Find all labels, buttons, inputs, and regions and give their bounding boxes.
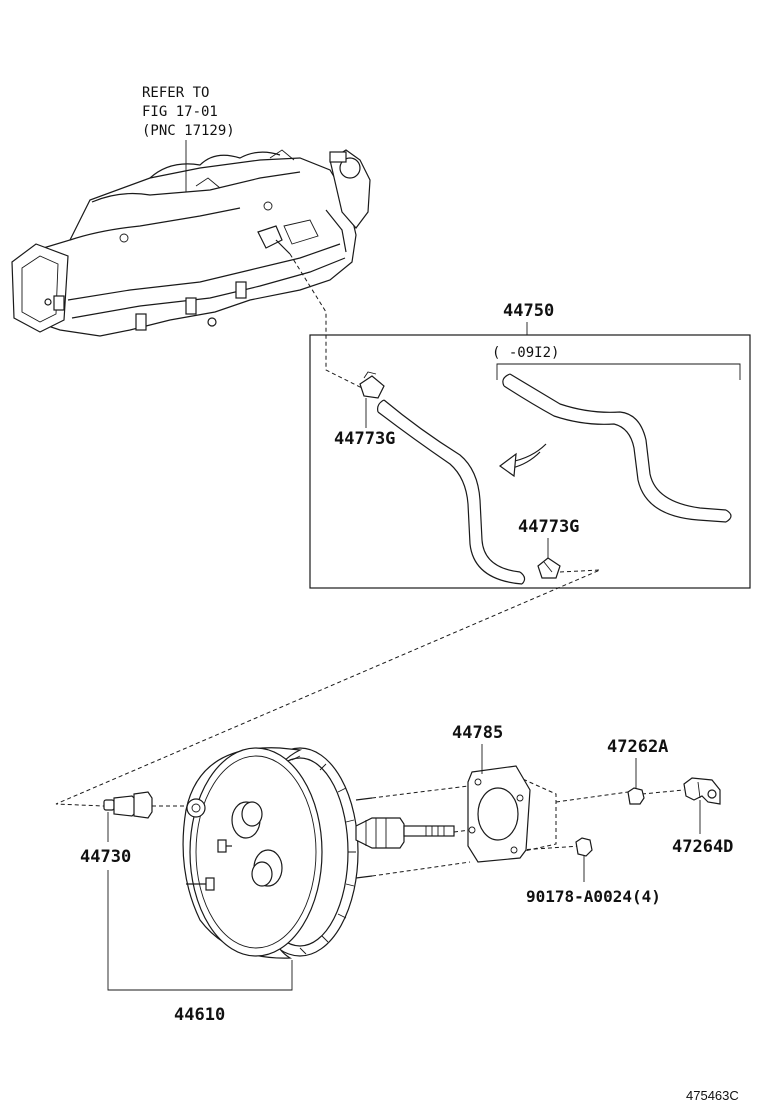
refer-line-2: FIG 17-01 [142,104,218,120]
vacuum-hose-start [377,399,385,413]
hose-to-valve-dash [55,569,601,807]
intake-manifold-drawing [11,149,371,337]
vacuum-hose-outline-a [383,399,521,573]
old-hose-outline-a [509,373,727,511]
old-hose-outline-b [503,385,727,523]
refer-to-note: REFER TO FIG 17-01 (PNC 17129) [142,85,235,192]
gasket-to-nut90178-dash [519,845,581,851]
part-90178-label: 90178-A0024(4) [526,887,661,906]
part-44750-label: 44750 [503,301,554,321]
part-44785-label: 44785 [452,723,503,743]
clevis-nut-drawing [627,787,645,805]
nut-to-clevis-dash [641,789,685,795]
year-note: ( -09I2) [492,345,559,361]
part-44773g-lower-label: 44773G [518,517,579,537]
nut-drawing [575,837,593,857]
hose-assembly-box [309,334,751,589]
gasket-drawing [467,765,531,863]
hose-clip-upper [359,371,385,399]
vacuum-hose-end [519,571,526,585]
part-44610-label: 44610 [174,1005,225,1025]
gasket-to-nut-dash [555,791,629,803]
hose-assembly-group: 44750 ( -09I2) 44773G 44773G [309,301,751,589]
refer-line-1: REFER TO [142,85,209,101]
refer-line-3: (PNC 17129) [142,123,235,139]
brake-booster-drawing [182,747,455,959]
clevis-drawing [683,777,721,805]
replace-arrow-head [498,452,517,478]
check-valve-drawing [103,791,153,819]
part-47262a-label: 47262A [607,737,668,757]
diagram-code: 475463C [686,1088,739,1103]
rod-dash [453,829,471,833]
booster-bracket [107,870,293,991]
booster-gasket-dash-lower [371,861,471,877]
year-note-bracket [496,363,741,380]
hose-clip-lower [537,557,561,579]
part-44730-label: 44730 [80,847,131,867]
part-47264d-label: 47264D [672,837,733,857]
part-44773g-upper-label: 44773G [334,429,395,449]
old-hose-end [725,509,732,523]
old-hose-start [502,373,511,387]
vacuum-hose-outline-b [377,411,523,585]
